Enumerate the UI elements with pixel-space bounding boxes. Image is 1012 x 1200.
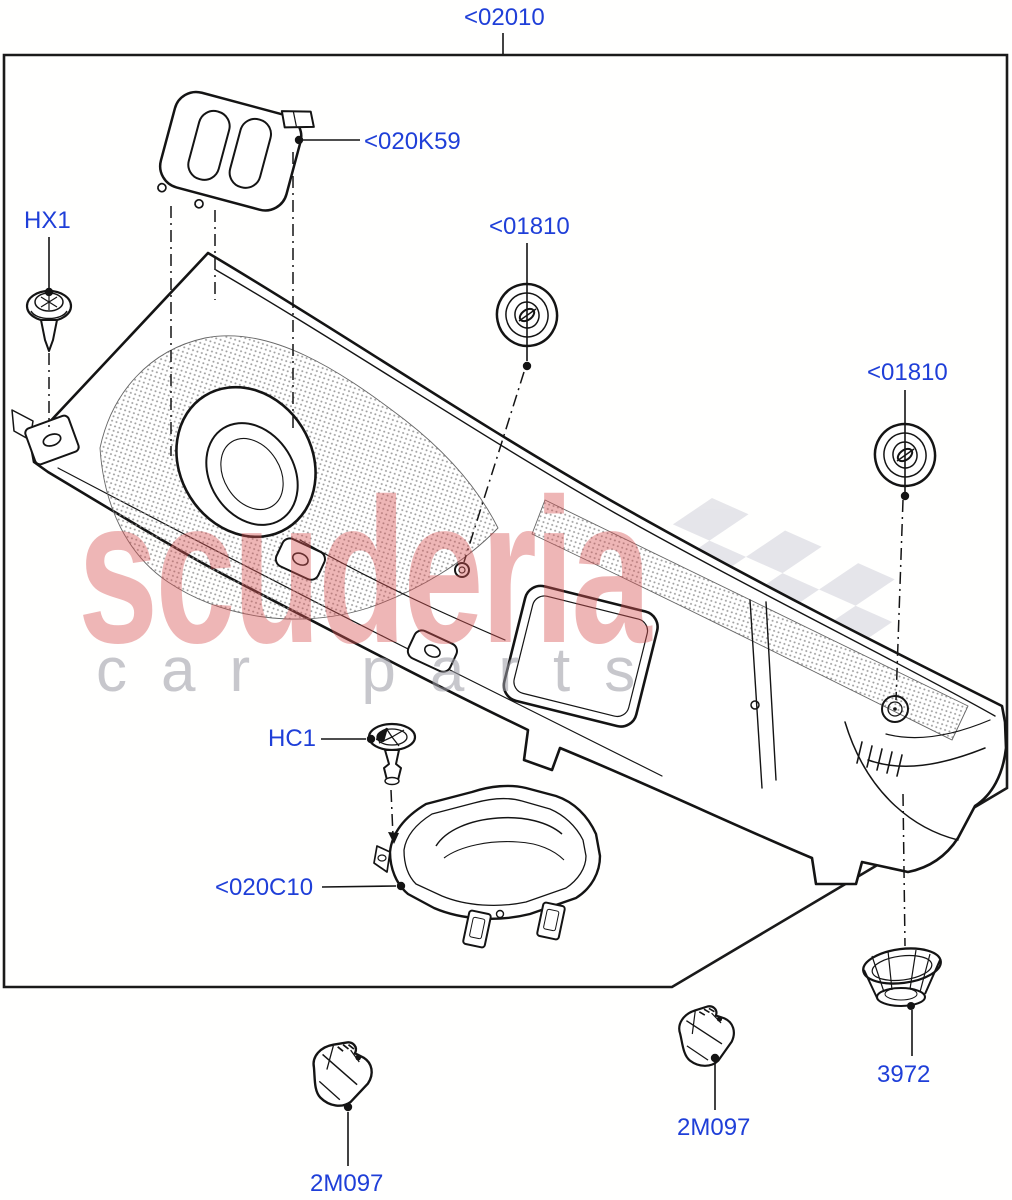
center-opening (502, 584, 659, 728)
grommet-hole-right (881, 695, 909, 723)
left-end-tab (24, 414, 80, 466)
drain-cup-drawing (862, 947, 942, 1007)
label-drain-cup[interactable]: 3972 (877, 1061, 931, 1088)
vent-cover-drawing (157, 90, 315, 212)
mounting-tab (406, 629, 458, 673)
scoop-opening (175, 385, 317, 539)
label-clip-front[interactable]: 2M097 (310, 1170, 384, 1197)
stud-drawing (367, 722, 417, 786)
grommet-hole-center (454, 562, 470, 578)
label-clip-rear[interactable]: 2M097 (677, 1114, 751, 1141)
clip-drawing-front (312, 1041, 373, 1107)
clip-drawing-rear (675, 1002, 740, 1070)
duct-drawing (373, 784, 602, 949)
mesh-screen-right (531, 499, 969, 741)
label-grommet-center[interactable]: <01810 (489, 213, 570, 240)
leader-lines (44, 33, 915, 1166)
label-pin-clip[interactable]: HX1 (24, 207, 71, 234)
cowl-panel-drawing (11, 251, 1008, 886)
label-grommet-right[interactable]: <01810 (867, 359, 948, 386)
label-stud[interactable]: HC1 (268, 725, 317, 752)
pin-clip-drawing (25, 289, 73, 352)
label-lower-duct[interactable]: <020C10 (215, 874, 314, 901)
label-vent-cover[interactable]: <020K59 (364, 128, 461, 155)
frame-border (2, 53, 1009, 989)
label-assembly-panel[interactable]: <02010 (464, 4, 545, 31)
mounting-tab (274, 537, 326, 581)
